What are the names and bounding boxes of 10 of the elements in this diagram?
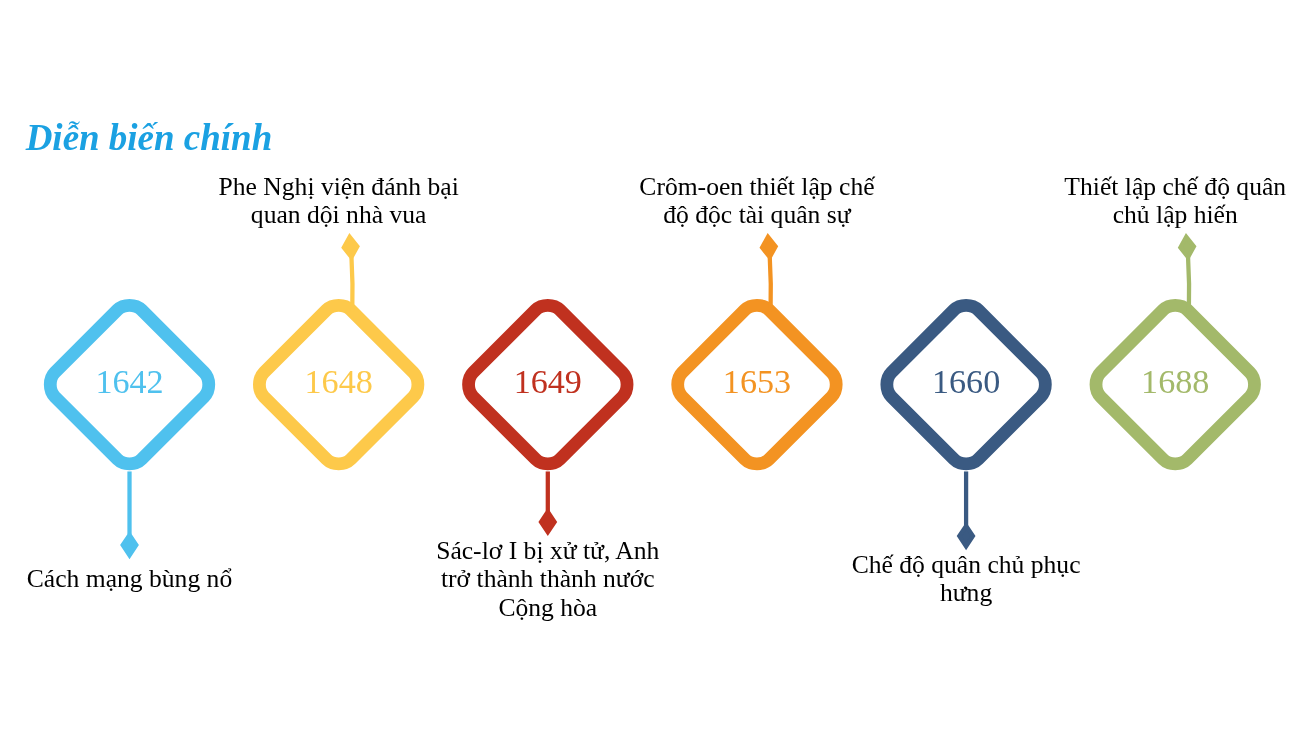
node-text: Crôm-oen thiết lập chế độ độc tài quân sự [639,171,875,229]
diagram-title: Diễn biến chính [25,116,273,158]
node-text: Thiết lập chế độ quân chủ lập hiến [1064,171,1287,229]
connector [538,471,558,537]
node-text: Chế độ quân chủ phục hưng [851,549,1081,608]
connector [120,471,139,560]
connector [956,471,976,551]
node-text: Phe Nghị viện đánh bại quan dội nhà vua [218,171,459,229]
node-text: Sác-lơ I bị xử tử, Anh trở thành thành nước Cộng hòa [436,535,660,622]
node-text: Cách mạng bùng nổ [26,564,233,594]
